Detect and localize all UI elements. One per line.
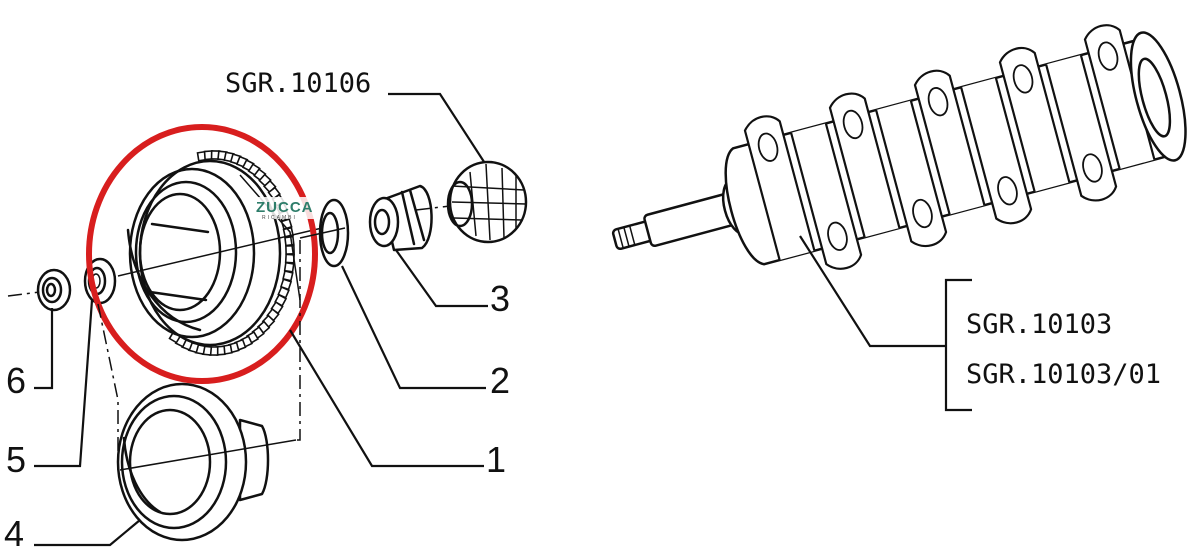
- crankshaft-web: [743, 115, 816, 261]
- crankshaft-counterweight: [757, 132, 779, 162]
- ref-label-sgr-10106: SGR.10106: [225, 68, 371, 99]
- crankshaft-counterweight: [1097, 41, 1119, 71]
- crankshaft-counterweight: [912, 198, 933, 229]
- leader-sgr-10106: [388, 92, 489, 169]
- crankshaft-web: [828, 92, 901, 238]
- ref-label-sgr-10103-01: SGR.10103/01: [966, 359, 1161, 390]
- crankshaft-counterweight: [1012, 64, 1034, 94]
- highlight-circle: [86, 124, 318, 384]
- part-2-spacer: [299, 198, 350, 268]
- watermark-logo-subtext: RICAMBI: [262, 215, 297, 221]
- callout-leaders: [34, 249, 488, 547]
- gear-tooth: [283, 261, 295, 273]
- crankshaft-counterweight: [997, 176, 1018, 206]
- crankshaft-leader: [799, 235, 972, 412]
- crankshaft-web: [875, 100, 948, 248]
- crankshaft-counterweight: [927, 87, 949, 117]
- callout-1: 1: [486, 439, 506, 480]
- crankshaft: [611, 24, 1187, 270]
- callout-4: 4: [4, 513, 24, 551]
- callout-3: 3: [490, 278, 510, 319]
- callout-5: 5: [6, 439, 26, 480]
- part-6-nut: [7, 268, 72, 312]
- part-1-gear: [117, 150, 323, 356]
- callout-6: 6: [6, 360, 26, 401]
- watermark-logo-text: ZUCCA: [256, 199, 314, 216]
- construction-lines: [97, 240, 301, 470]
- crankshaft-web: [1045, 54, 1118, 202]
- crankshaft-web: [913, 69, 986, 215]
- crankshaft-web: [960, 77, 1033, 225]
- part-sgr-10106: [415, 160, 528, 244]
- crankshaft-web: [1083, 24, 1156, 170]
- ref-label-sgr-10103: SGR.10103: [966, 309, 1112, 340]
- part-4-pulley: [116, 382, 297, 542]
- crankshaft-web: [998, 46, 1071, 193]
- crankshaft-counterweight: [1082, 153, 1103, 183]
- callout-2: 2: [490, 360, 510, 401]
- crankshaft-counterweight: [842, 109, 864, 140]
- watermark-logo: ZUCCA RICAMBI: [254, 197, 320, 221]
- crankshaft-web: [790, 123, 863, 270]
- crankshaft-counterweight: [827, 221, 848, 251]
- part-3-sleeve: [368, 184, 433, 252]
